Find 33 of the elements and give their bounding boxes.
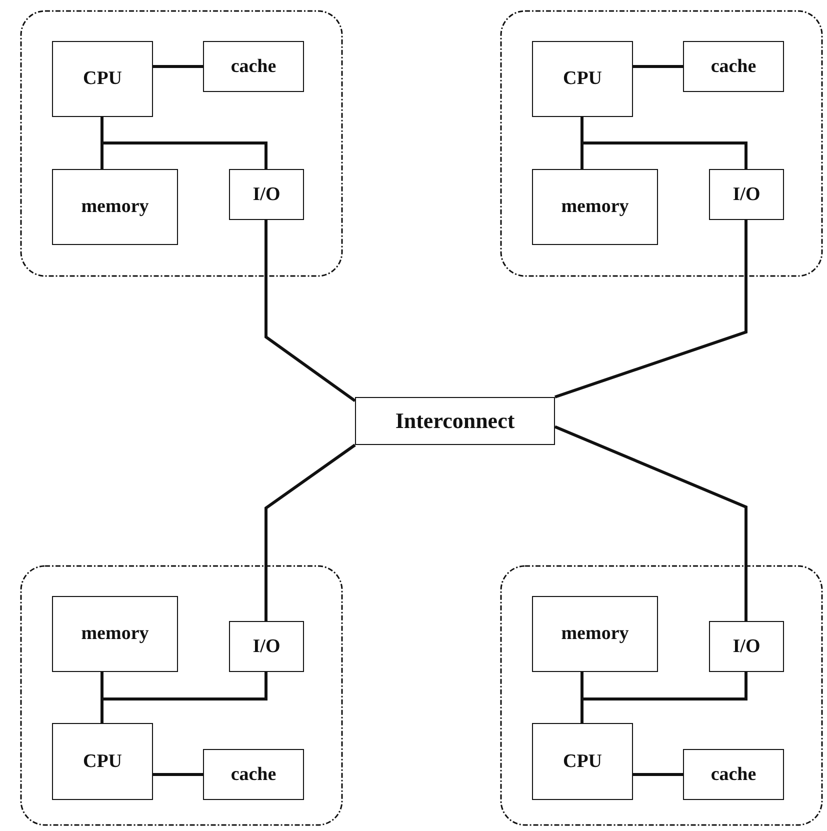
connector-line: [100, 672, 268, 723]
connector-line: [153, 773, 203, 776]
component-box: CPU: [532, 41, 633, 117]
connector-line: [554, 425, 748, 621]
connector-line: [264, 220, 356, 402]
connector-line: [100, 117, 268, 169]
interconnect-box: Interconnect: [355, 397, 555, 445]
connector-line: [633, 773, 683, 776]
node-group-frame: [20, 10, 343, 277]
component-box: memory: [52, 596, 178, 672]
connector-line: [580, 672, 748, 723]
component-box: I/O: [709, 169, 784, 220]
component-box: cache: [683, 749, 784, 800]
component-box: cache: [203, 41, 304, 92]
component-box: CPU: [52, 723, 153, 800]
node-group-frame: [500, 565, 823, 826]
component-box: CPU: [532, 723, 633, 800]
component-box: I/O: [229, 169, 304, 220]
component-box: I/O: [709, 621, 784, 672]
connector-line: [580, 117, 748, 169]
connector-line: [633, 65, 683, 68]
node-group-frame: [500, 10, 823, 277]
component-box: CPU: [52, 41, 153, 117]
component-box: memory: [532, 596, 658, 672]
connector-line: [554, 220, 748, 398]
component-box: memory: [52, 169, 178, 245]
component-box: memory: [532, 169, 658, 245]
connector-line: [153, 65, 203, 68]
component-box: I/O: [229, 621, 304, 672]
connector-line: [264, 444, 356, 621]
component-box: cache: [683, 41, 784, 92]
component-box: cache: [203, 749, 304, 800]
node-group-frame: [20, 565, 343, 826]
